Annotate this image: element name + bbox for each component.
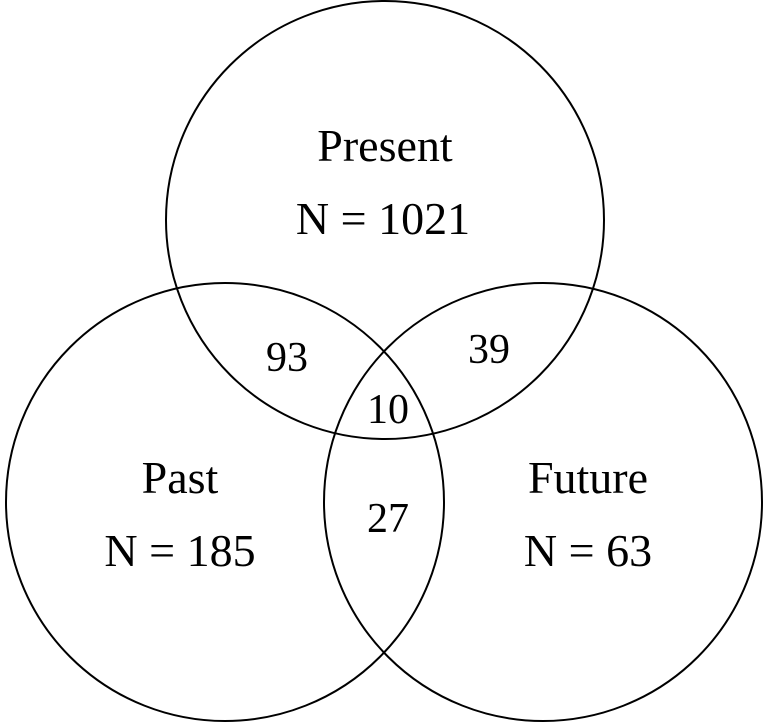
present-label: Present (317, 120, 453, 171)
past-count: N = 185 (104, 525, 255, 576)
past-future-overlap-count: 27 (367, 496, 409, 542)
future-circle (323, 282, 763, 722)
past-label: Past (142, 452, 219, 503)
present-past-overlap-count: 93 (266, 335, 308, 381)
present-circle (165, 0, 605, 440)
future-label: Future (528, 452, 648, 503)
future-count: N = 63 (524, 525, 652, 576)
all-three-overlap-count: 10 (367, 387, 409, 433)
present-future-overlap-count: 39 (468, 327, 510, 373)
past-circle (5, 282, 445, 722)
present-count: N = 1021 (296, 193, 470, 244)
